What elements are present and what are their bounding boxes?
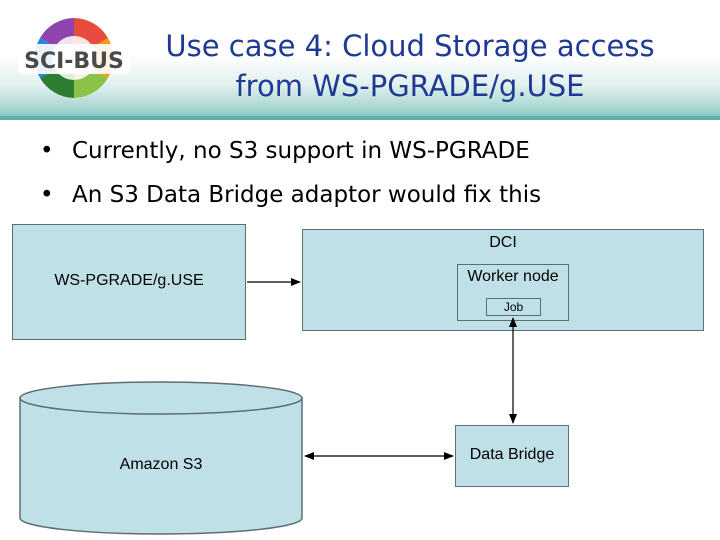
wspgrade-box <box>12 224 246 340</box>
bullet-dot-icon: • <box>40 182 54 208</box>
amazon-s3-label: Amazon S3 <box>119 456 203 473</box>
title-line-1: Use case 4: Cloud Storage access <box>165 29 655 63</box>
job-box <box>486 298 541 316</box>
amazon-s3-cylinder <box>19 381 303 535</box>
job-label: Job <box>503 300 524 314</box>
sci-bus-logo: SCI-BUS <box>18 18 130 98</box>
title-line-2: from WS-PGRADE/g.USE <box>235 69 585 103</box>
bullet-item: • An S3 Data Bridge adaptor would fix thi… <box>40 176 541 220</box>
logo-text: SCI-BUS <box>24 49 124 74</box>
data-bridge-label: Data Bridge <box>469 446 555 463</box>
dci-label: DCI <box>489 234 517 251</box>
worker-node-label: Worker node <box>467 268 559 285</box>
slide-title: Use case 4: Cloud Storage access from WS… <box>150 26 670 106</box>
bullet-text: Currently, no S3 support in WS-PGRADE <box>72 138 530 164</box>
wspgrade-label: WS-PGRADE/g.USE <box>54 272 204 289</box>
bullet-list: • Currently, no S3 support in WS-PGRADE •… <box>40 132 541 220</box>
bullet-text: An S3 Data Bridge adaptor would fix this <box>72 182 542 208</box>
header-divider <box>0 116 720 120</box>
bullet-item: • Currently, no S3 support in WS-PGRADE <box>40 132 541 176</box>
data-bridge-box <box>455 425 569 487</box>
bullet-dot-icon: • <box>40 138 54 164</box>
